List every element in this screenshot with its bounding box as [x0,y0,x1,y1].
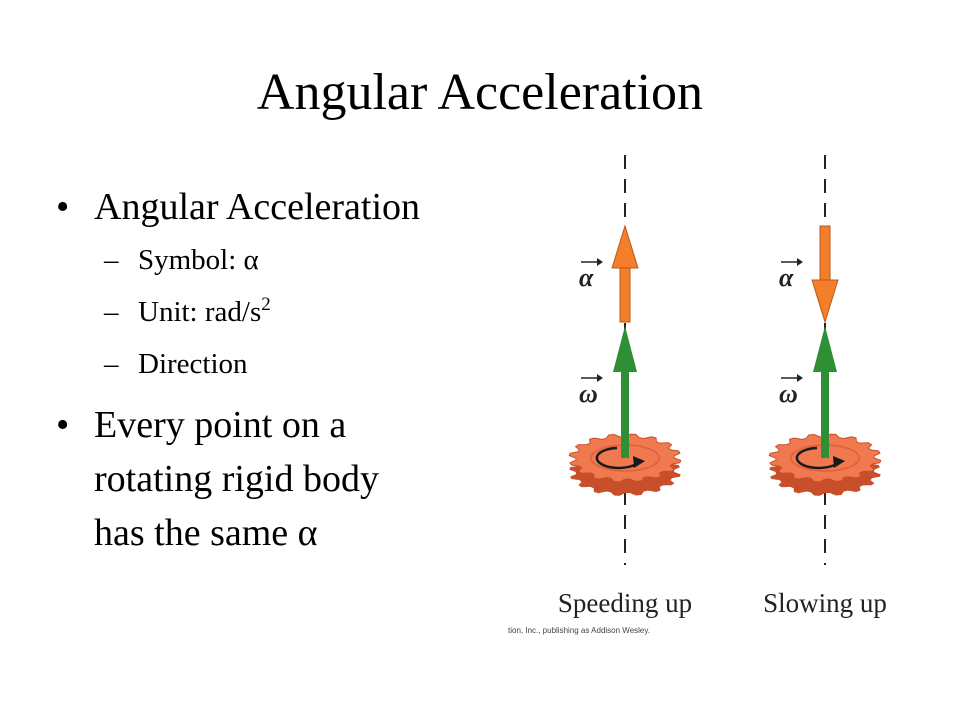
sub-bullet-text: Direction [138,348,248,380]
bullet-dot: • [56,186,70,228]
bullet-list: • Angular Acceleration – Symbol: α – Uni… [56,180,496,560]
panel-2-omega-vector-head [797,374,803,382]
bullet-line: Every point on a [94,404,347,446]
sub-bullet-symbol: – Symbol: α [56,234,496,286]
panel-1-alpha-vector-head [597,258,603,266]
panel-1-omega-shaft [621,352,629,458]
bullet-text: Angular Acceleration [94,186,421,228]
panel-2-caption: Slowing up [763,588,887,618]
sub-bullet-text: Symbol: α [138,244,259,276]
bullet-line: has the same α [94,512,318,554]
figure-credit: tion, Inc., publishing as Addison Wesley… [508,626,650,635]
panel-1-alpha-head [611,224,639,269]
sub-bullet-unit: – Unit: rad/s2 [56,286,496,338]
bullet-line: rotating rigid body [94,458,379,500]
sub-bullet-direction: – Direction [56,338,496,390]
panel-2-omega-shaft [821,352,829,458]
panel-1-omega-head [613,326,637,372]
panel-2-rotation-arrow [795,446,840,470]
panel-1-omega-symbol: ω [579,379,598,408]
panel-2-alpha-head [811,279,839,324]
sub-bullet-list: – Symbol: α – Unit: rad/s2 – Direction [56,234,496,390]
bullet-same-alpha: • Every point on a rotating rigid body h… [56,398,496,560]
panel-1-rotation-arrow [595,446,640,470]
slide-title: Angular Acceleration [256,64,704,121]
unit-superscript: 2 [261,294,271,315]
sub-bullet-dash: – [104,296,119,328]
panel-1-alpha-symbol: α [579,263,594,292]
panel-2-alpha-vector-head [797,258,803,266]
panel-2-omega-symbol: ω [779,379,798,408]
panel-1-omega-vector-head [597,374,603,382]
panel-2-omega-head [813,326,837,372]
panel-1-caption: Speeding up [558,588,692,618]
bullet-angular-acceleration: • Angular Acceleration [56,180,496,234]
panel-2-alpha-shaft [819,225,831,285]
panel-1-rotation-arrowhead [633,456,645,468]
sub-bullet-dash: – [104,348,119,380]
sub-bullet-dash: – [104,244,119,276]
bullet-dot: • [56,404,70,446]
panel-2-alpha-symbol: α [779,263,794,292]
sub-bullet-text: Unit: rad/s [138,296,262,328]
panel-2-rotation-arrowhead [833,456,845,468]
